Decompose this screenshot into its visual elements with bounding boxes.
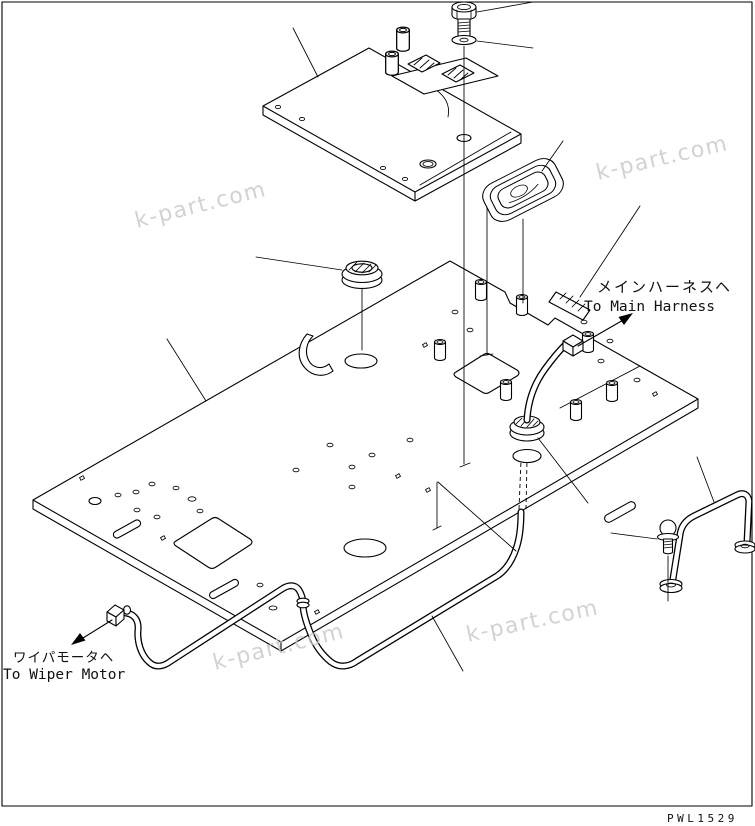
watermark: k-part.com [464,595,601,647]
wiper-motor-label-jp: ワイパモータヘ [13,650,114,666]
handle-bolt [656,519,680,602]
flat-washer [451,34,477,46]
component-bracket [385,26,499,95]
relay-cylinder [396,26,410,52]
leader-floor-plate [166,338,207,402]
wiring-grommet-rear [509,415,545,442]
leader-clamp-bracket [579,205,641,298]
bolt-threads [663,540,673,549]
mounting-bolt [451,1,477,38]
leader-lines [166,1,715,672]
wiring-harness [122,459,528,670]
plate-slots [112,501,636,600]
floor-plate [32,260,699,652]
leader-cap [541,140,564,172]
grommet-front-hole [344,353,378,369]
leader-cover-plate [292,27,319,78]
main-harness-arrow [577,313,633,347]
grab-handle [659,490,755,594]
handle-mount [734,540,755,554]
centerline-foot [459,462,471,468]
bolt-threads [457,21,471,33]
leader-bolt [476,1,534,13]
handle-mount [659,578,683,594]
plate-round-hole [88,496,102,506]
leader-washer [476,40,534,49]
relay-cylinder [385,50,399,76]
wiper-motor-label-en: To Wiper Motor [3,667,125,683]
main-harness-label-en: To Main Harness [584,299,715,315]
plate-square-opening [173,516,253,570]
leader-handle [696,456,715,503]
wiper-motor-arrow [71,619,113,645]
watermark: k-part.com [594,131,731,186]
rubber-cover-cap [482,158,564,222]
leader-grommet-front [255,256,343,271]
leader-grommet-rear [537,437,589,504]
part-number: PWL1529 [667,812,738,825]
wiring-harness-upper [523,340,570,424]
projection-line-foot [479,353,494,357]
harness-clamp-bracket [548,291,591,321]
plate-small-holes [78,309,659,615]
grommet-rear-hole [512,448,542,464]
wiring-grommet-front [341,260,383,351]
leader-harness [437,481,517,552]
harness-hidden-line [518,459,522,510]
hook-bracket [298,333,334,376]
watermark: k-part.com [132,177,269,234]
drawing-border-frame [1,1,753,807]
wiper-motor-connector [106,604,132,627]
harness-clamp-ring [296,597,310,609]
electrical-component-plate [262,26,522,202]
leader-harness-lower [431,615,464,672]
plate-oval-hole [343,538,387,558]
grommet-hatching [348,261,377,274]
cover-holes [274,104,472,182]
leader-foot [432,525,442,531]
leader-handle-bolt [610,532,658,540]
main-harness-label-jp: メインハーネスヘ [597,278,732,296]
harness-hidden-line [525,459,528,510]
